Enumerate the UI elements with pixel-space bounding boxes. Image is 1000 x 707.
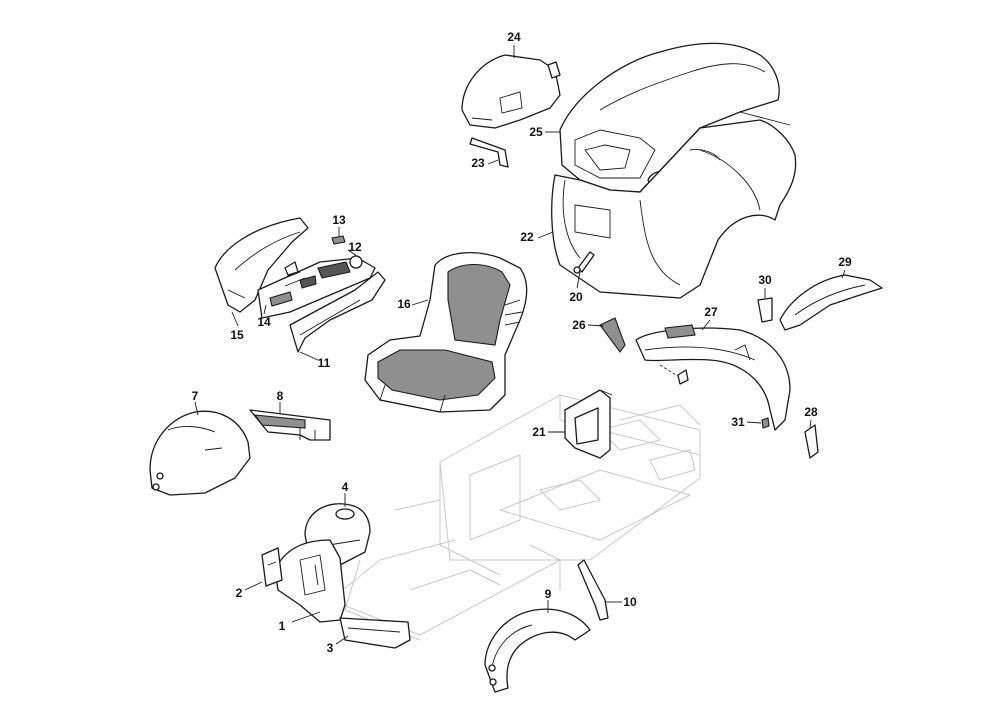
- callout-1: 1: [279, 619, 286, 633]
- callout-25: 25: [529, 125, 543, 139]
- part-23-strip: [469, 137, 509, 168]
- part-3-foot-plate: [339, 617, 411, 649]
- callout-28: 28: [804, 405, 818, 419]
- part-7-fender-left: [149, 410, 251, 496]
- part-1-front-cover: [274, 539, 346, 623]
- callout-8: 8: [277, 389, 284, 403]
- callout-labels: 1 2 3 4 7 8 9 10 11 12 13 14 15 16 20 21…: [192, 30, 852, 655]
- callout-29: 29: [838, 255, 852, 269]
- part-10-brace: [577, 559, 609, 621]
- callout-7: 7: [192, 389, 199, 403]
- callout-16: 16: [397, 297, 411, 311]
- callout-12: 12: [348, 240, 362, 254]
- part-8-bracket: [249, 409, 331, 441]
- callout-9: 9: [545, 587, 552, 601]
- callout-3: 3: [327, 641, 334, 655]
- part-20-pin: [573, 251, 595, 274]
- leader-lines: [194, 45, 846, 645]
- part-13-small-cap: [331, 235, 346, 245]
- callout-14: 14: [257, 315, 271, 329]
- callout-15: 15: [230, 328, 244, 342]
- part-31-small-pin: [761, 417, 770, 429]
- part-26-clip: [599, 317, 626, 353]
- callout-20: 20: [569, 290, 583, 304]
- callout-13: 13: [332, 213, 346, 227]
- part-16-seat: [364, 252, 528, 413]
- part-2-small-clip: [261, 547, 283, 587]
- callout-26: 26: [572, 318, 586, 332]
- part-24-side-panel: [461, 54, 561, 129]
- part-9-fender-right: [484, 608, 591, 693]
- part-29-fender-panel: [779, 274, 883, 331]
- part-11-side-cover: [289, 271, 386, 353]
- callout-23: 23: [471, 156, 485, 170]
- callout-30: 30: [758, 273, 772, 287]
- part-30-clip: [757, 297, 773, 323]
- callout-21: 21: [532, 425, 546, 439]
- callout-10: 10: [623, 595, 637, 609]
- chassis-frame-ghost: [329, 394, 701, 641]
- part-28-clip: [804, 424, 819, 459]
- callout-31: 31: [731, 415, 745, 429]
- callout-22: 22: [520, 230, 534, 244]
- callout-11: 11: [318, 356, 331, 370]
- part-12-control-panel: [257, 255, 376, 319]
- part-27-side-skirt: [635, 324, 791, 431]
- callout-4: 4: [342, 480, 349, 494]
- callout-2: 2: [236, 586, 243, 600]
- callout-27: 27: [704, 305, 718, 319]
- part-21-central-bracket: [564, 389, 613, 459]
- part-22-grille-body: [551, 119, 797, 299]
- callout-24: 24: [507, 30, 521, 44]
